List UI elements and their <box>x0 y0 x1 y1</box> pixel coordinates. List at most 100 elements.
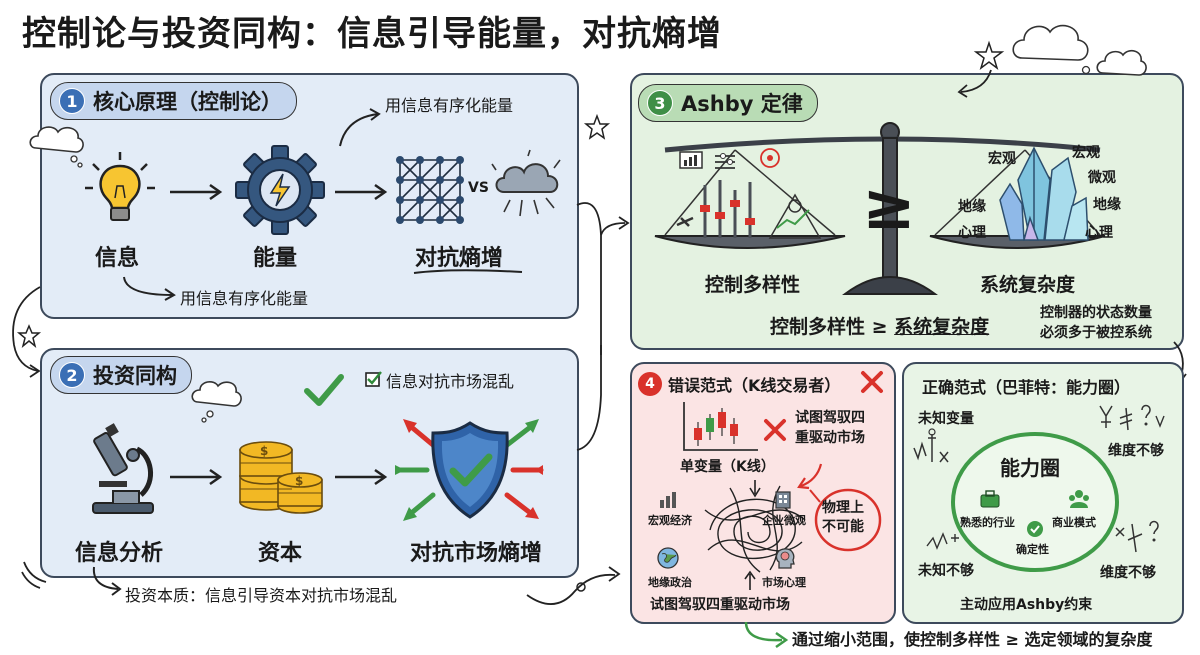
bar-chart-icon <box>660 492 676 508</box>
storm-cloud-icon <box>491 149 561 217</box>
driver-macro: 宏观经济 <box>648 514 692 527</box>
connector-arrow <box>12 286 41 378</box>
crystal-cluster-icon <box>999 146 1089 241</box>
formula-left: 控制多样性 ≥ <box>770 316 895 338</box>
network-grid-icon <box>396 156 464 224</box>
curved-arrow-icon <box>957 69 992 98</box>
driver-psych: 市场心理 <box>762 576 806 589</box>
geq-symbol: ≥ <box>862 170 916 244</box>
tangled-lines-icon <box>704 480 806 573</box>
crystal-label-psych-left: 心理 <box>958 225 986 241</box>
apply-ashby: 主动应用Ashby约束 <box>960 597 1093 613</box>
coin-stack-icon: $ $ <box>239 441 323 514</box>
crystal-label-macro-right: 宏观 <box>1072 145 1100 161</box>
control-variety-label: 控制多样性 <box>705 274 801 296</box>
dimension-short-bottom: 维度不够 <box>1100 565 1156 581</box>
check-circle-icon <box>1027 521 1043 537</box>
curved-arrow-icon <box>339 108 381 147</box>
svg-text:$: $ <box>295 474 303 488</box>
control-tools-icon <box>676 148 822 239</box>
section2-check-note: 信息对抗市场混乱 <box>386 372 515 391</box>
vs-label: VS <box>468 180 489 196</box>
thought-cloud-icon <box>29 126 84 168</box>
curved-arrow-icon <box>92 566 122 596</box>
star-icon <box>583 113 611 140</box>
candlestick-chart-icon <box>683 402 758 451</box>
red-arrow-icon <box>797 463 823 490</box>
cross-icon <box>764 419 786 441</box>
dimension-short-top: 维度不够 <box>1108 443 1164 459</box>
microscope-icon <box>92 423 154 514</box>
impossible-line2: 不可能 <box>822 519 864 535</box>
section1-heading-text: 核心原理（控制论） <box>93 90 282 114</box>
star-icon <box>973 40 1005 70</box>
math-scribble-icon <box>1099 404 1165 431</box>
ashby-formula: 控制多样性 ≥ 系统复杂度 <box>770 312 989 339</box>
connector-bracket <box>576 202 630 451</box>
system-complexity-label: 系统复杂度 <box>980 274 1076 296</box>
entropy-label: 对抗熵增 <box>415 246 504 271</box>
section1-top-note: 用信息有序化能量 <box>385 96 514 115</box>
math-scribble-icon <box>913 428 949 463</box>
section2-number: 2 <box>59 362 85 388</box>
section1-heading: 1 核心原理（控制论） <box>50 82 297 120</box>
section1-bottom-note: 用信息有序化能量 <box>180 289 309 308</box>
arrow-icon <box>170 468 223 486</box>
section4-number: 4 <box>638 372 662 396</box>
building-icon <box>775 491 791 509</box>
section1-number: 1 <box>59 88 85 114</box>
arrow-up-icon <box>744 570 756 590</box>
analysis-label: 信息分析 <box>75 541 164 566</box>
circle-title: 能力圈 <box>1000 456 1060 480</box>
section3-number: 3 <box>647 90 673 116</box>
page-title: 控制论与投资同构：信息引导能量，对抗熵增 <box>22 14 722 54</box>
thought-cloud-icon <box>1096 49 1147 76</box>
competence-circle <box>951 432 1119 572</box>
green-arrow-icon <box>744 621 789 649</box>
section2-heading-text: 投资同构 <box>93 364 177 388</box>
shield-check-icon <box>395 419 544 521</box>
section2-heading: 2 投资同构 <box>50 356 192 394</box>
checkmark-icon <box>304 374 344 406</box>
panel-ashby-law <box>630 73 1184 350</box>
curved-arrow-icon <box>123 276 176 301</box>
attempt-line2: 重驱动市场 <box>795 430 865 446</box>
connector-arrow <box>526 566 621 605</box>
single-variable-label: 单变量（K线） <box>680 459 775 475</box>
head-brain-icon <box>775 548 795 569</box>
impossible-line1: 物理上 <box>822 500 864 516</box>
driver-geo: 地缘政治 <box>648 576 692 589</box>
familiar-industry: 熟悉的行业 <box>960 516 1015 529</box>
svg-text:$: $ <box>260 444 268 458</box>
globe-icon <box>657 547 679 569</box>
unknown-short: 未知不够 <box>918 563 974 579</box>
team-icon <box>1069 490 1089 508</box>
star-icon <box>16 324 42 349</box>
motion-lines-icon <box>21 561 47 589</box>
section4-bottom: 试图驾驭四重驱动市场 <box>650 597 790 613</box>
crystal-label-micro: 微观 <box>1088 170 1116 186</box>
section4-heading: 4 错误范式（K线交易者） <box>638 372 840 396</box>
crystal-label-psych-right: 心理 <box>1085 225 1113 241</box>
section3-heading-text: Ashby 定律 <box>681 92 803 116</box>
red-circle-mark <box>809 488 882 552</box>
lightbulb-icon <box>85 152 155 221</box>
section3-heading: 3 Ashby 定律 <box>638 84 818 122</box>
crystal-label-macro-left: 宏观 <box>988 151 1016 167</box>
info-label: 信息 <box>95 246 140 271</box>
certainty-label: 确定性 <box>1016 543 1049 556</box>
section4-heading-text: 错误范式（K线交易者） <box>668 376 841 395</box>
checkbox-checked-icon <box>365 371 382 387</box>
crystal-label-geo-right: 地缘 <box>1093 197 1121 213</box>
formula-right: 系统复杂度 <box>894 316 990 338</box>
arrow-icon <box>335 468 388 486</box>
capital-label: 资本 <box>258 541 303 566</box>
arrow-icon <box>170 183 223 201</box>
footer-conclusion: 通过缩小范围，使控制多样性 ≥ 选定领域的复杂度 <box>792 630 1153 649</box>
math-scribble-icon <box>926 532 959 550</box>
market-label: 对抗市场熵增 <box>410 541 543 566</box>
cross-icon <box>861 371 883 393</box>
driver-micro: 企业微观 <box>762 514 806 527</box>
ashby-note-line1: 控制器的状态数量 <box>1040 305 1152 321</box>
energy-label: 能量 <box>253 246 298 271</box>
